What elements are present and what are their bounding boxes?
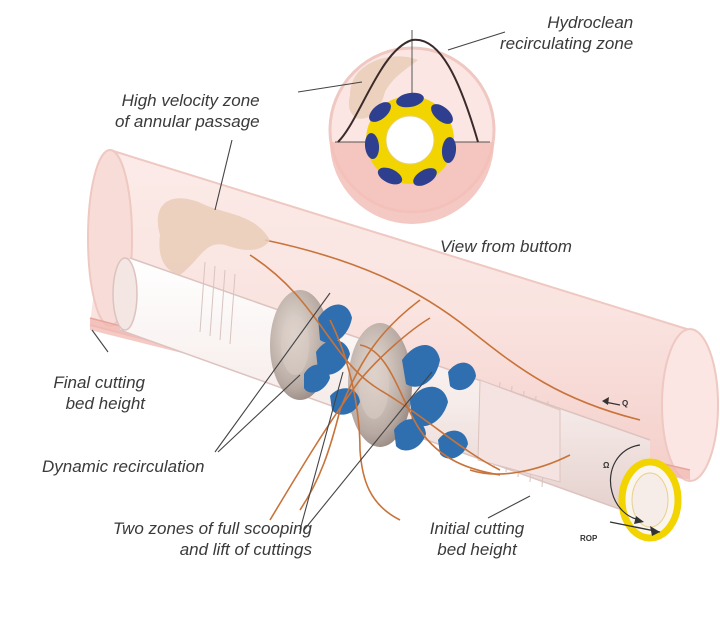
label-q: Q — [622, 399, 629, 408]
label-rop: ROP — [580, 534, 598, 543]
label-two-zones: Two zones of full scooping and lift of c… — [50, 518, 312, 560]
label-omega: Ω — [603, 461, 610, 470]
blades-group-2 — [394, 345, 476, 459]
label-initial-bed-line1: Initial cutting — [429, 519, 525, 538]
flow-curves — [249, 239, 641, 521]
label-high-velocity-zone: High velocity zone of annular passage — [115, 90, 260, 132]
label-two-zones-line2: and lift of cuttings — [179, 540, 312, 559]
label-hydroclean-line2: recirculating zone — [500, 34, 634, 53]
label-two-zones-line1: Two zones of full scooping — [112, 519, 312, 538]
blade-ring-blue-blades — [364, 92, 457, 186]
label-high-velocity-line2: of annular passage — [115, 112, 260, 131]
label-final-cutting-bed: Final cutting bed height — [20, 372, 145, 414]
label-initial-cutting-bed: Initial cutting bed height — [402, 518, 552, 560]
label-initial-bed-line2: bed height — [437, 540, 517, 559]
cross-section-view — [328, 30, 496, 224]
velocity-profile-curve — [337, 38, 479, 143]
label-final-bed-line1: Final cutting — [53, 373, 145, 392]
wellbore-right-end — [661, 328, 719, 482]
label-view-from-bottom: View from buttom — [440, 237, 572, 256]
label-dynamic-recirculation: Dynamic recirculation — [42, 457, 205, 476]
recirculating-zone-blob — [348, 56, 418, 119]
label-hydroclean-line1: Hydroclean — [547, 13, 634, 32]
blade-ring-bore — [385, 115, 435, 165]
leader-lines — [91, 31, 531, 531]
label-high-velocity-line1: High velocity zone — [121, 91, 260, 110]
label-hydroclean-zone: Hydroclean recirculating zone — [500, 12, 633, 54]
high-velocity-zone — [157, 198, 270, 275]
rotation-arrow — [609, 444, 641, 521]
label-final-bed-line2: bed height — [65, 394, 145, 413]
